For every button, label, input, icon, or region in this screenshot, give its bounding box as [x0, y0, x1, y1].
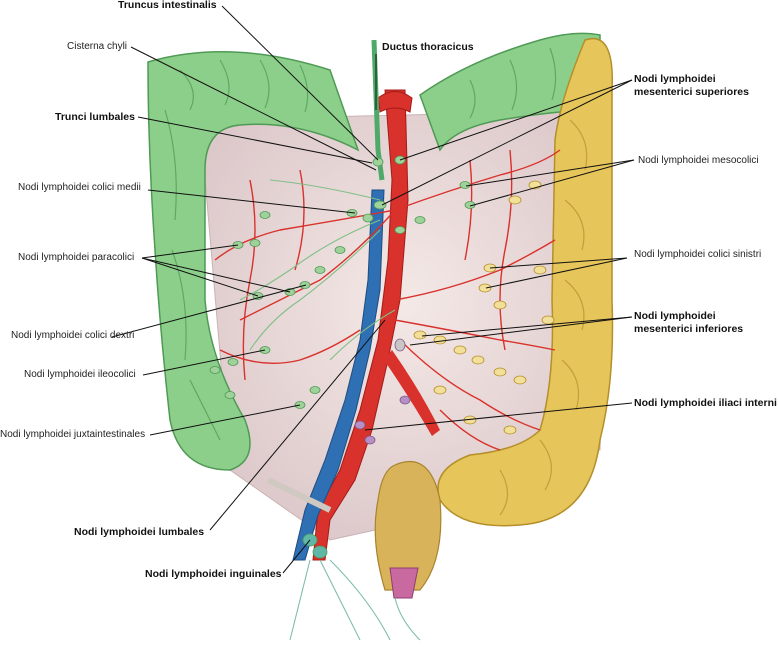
- label-colici-dextri: Nodi lymphoidei colici dextri: [11, 330, 135, 341]
- rectum: [374, 460, 442, 591]
- label-mesenterici-inferiores-line1: Nodi lymphoidei: [634, 310, 716, 322]
- aorta: [312, 89, 409, 561]
- lymph-nodes-yellow: [413, 180, 555, 435]
- label-cisterna-chyli: Cisterna chyli: [67, 41, 128, 52]
- label-colici-medii: Nodi lymphoidei colici medii: [18, 182, 141, 193]
- label-ductus-thoracicus: Ductus thoracicus: [382, 41, 474, 53]
- label-truncus-intestinalis: Truncus intestinalis: [118, 0, 217, 11]
- label-mesenterici-superiores-line1: Nodi lymphoidei: [634, 73, 716, 85]
- lymphatic-channels: [239, 179, 396, 361]
- label-iliaci-interni: Nodi lymphoidei iliaci interni: [634, 397, 777, 409]
- anal-canal: [389, 567, 419, 599]
- leader-lines: [111, 5, 635, 574]
- label-mesenterici-inferiores-line2: mesenterici inferiores: [634, 323, 744, 335]
- label-inguinales: Nodi lymphoidei inguinales: [145, 568, 282, 580]
- label-mesocolici: Nodi lymphoidei mesocolici: [638, 155, 759, 166]
- label-trunci-lumbales: Trunci lumbales: [55, 111, 135, 123]
- lymph-nodes-green: [209, 155, 476, 559]
- label-mesenterici-superiores-line2: mesenterici superiores: [634, 86, 749, 98]
- ascending-transverse-colon: [147, 32, 601, 471]
- label-colici-sinistri: Nodi lymphoidei colici sinistri: [634, 249, 762, 260]
- label-paracolici: Nodi lymphoidei paracolici: [18, 252, 135, 263]
- aortic-arch-stub: [377, 91, 413, 113]
- label-lumbales: Nodi lymphoidei lumbales: [74, 526, 205, 538]
- inguinal-ligament: [266, 477, 332, 513]
- mesenteric-vessels: [214, 149, 561, 451]
- label-juxtaintestinales: Nodi lymphoidei juxtaintestinales: [0, 429, 146, 440]
- thoracic-duct: [371, 39, 385, 181]
- iliac-artery-right: [384, 350, 440, 436]
- label-ileocolici: Nodi lymphoidei ileocolici: [24, 369, 136, 380]
- inguinal-lymph-vessels: [289, 559, 421, 641]
- inferior-vena-cava: [292, 189, 385, 561]
- lymph-nodes-pelvic: [354, 338, 411, 445]
